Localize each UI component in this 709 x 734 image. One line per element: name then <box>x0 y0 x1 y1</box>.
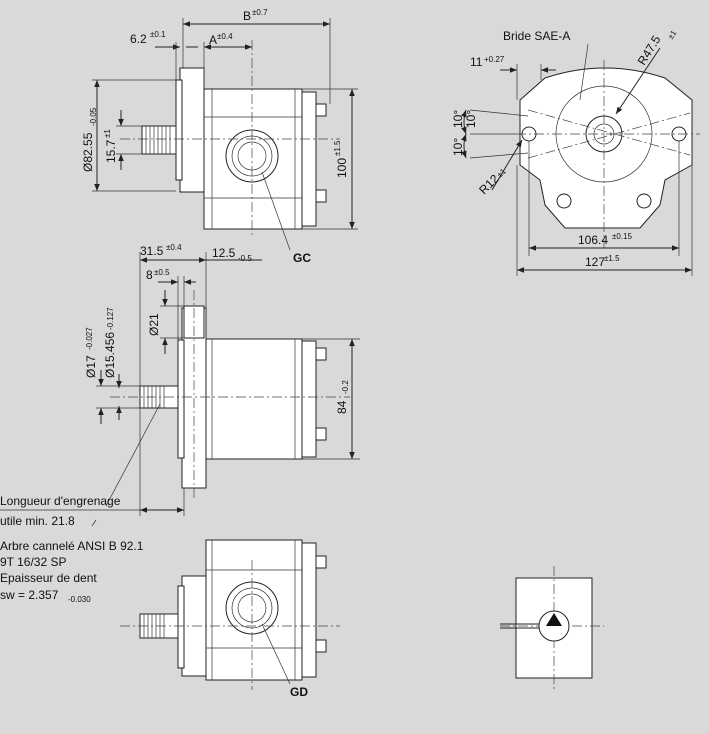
dim-127: 127 <box>585 255 605 269</box>
note-min-length: utile min. 21.8 <box>0 514 75 528</box>
dim-84-tol: -0.2 <box>341 380 350 394</box>
pump-symbol <box>500 566 604 690</box>
dim-82-55-tol: -0.05 <box>89 107 98 126</box>
shaft <box>141 125 177 155</box>
top-view-dim-texts: B ±0.7 A ±0.4 6.2 ±0.1 Ø82.55 -0.05 15.7… <box>81 8 349 265</box>
dim-15-7-tol: ±1 <box>103 129 112 138</box>
dim-84: 84 <box>335 400 349 414</box>
flange <box>179 67 205 193</box>
dim-8: 8 <box>146 268 153 282</box>
rear-cover <box>301 91 317 227</box>
dim-6-2-tol: ±0.1 <box>150 30 166 39</box>
dim-100: 100 <box>335 158 349 178</box>
dim-100-tol: ±1.5 <box>333 140 342 156</box>
dim-10deg-a: 10° <box>451 110 465 128</box>
note-sw: sw = 2.357 <box>0 588 59 602</box>
label-gd: GD <box>290 685 308 699</box>
dim-15-456: Ø15.456 <box>103 332 117 378</box>
dim-b-tol: ±0.7 <box>252 8 268 17</box>
dim-17: Ø17 <box>84 355 98 378</box>
dim-31-5: 31.5 <box>140 244 164 258</box>
bottom-side-view: GD <box>120 539 340 699</box>
pump-body-mid <box>205 338 303 460</box>
dim-a: A <box>209 33 217 47</box>
dim-127-tol: ±1.5 <box>604 254 620 263</box>
note-spline: Arbre cannelé ANSI B 92.1 <box>0 539 144 553</box>
dim-106-4: 106.4 <box>578 233 608 247</box>
note-sw-tol: -0.030 <box>68 595 91 604</box>
flow-triangle-icon <box>546 613 562 626</box>
flange-view-texts: Bride SAE-A 11 +0.27 R47.5 ±1 10° 10° 10… <box>451 28 679 269</box>
dim-15-456-tol: -0.127 <box>106 307 115 330</box>
dim-21: Ø21 <box>147 313 161 336</box>
dim-a-tol: ±0.4 <box>217 32 233 41</box>
pilot <box>175 79 183 181</box>
pump-body-bottom <box>205 539 303 681</box>
middle-side-view <box>0 252 360 527</box>
middle-view-texts: 31.5 ±0.4 12.5 -0.5 8 ±0.5 Ø21 Ø17 -0.02… <box>84 243 350 414</box>
dim-12-5: 12.5 <box>212 246 236 260</box>
label-bride: Bride SAE-A <box>503 29 570 43</box>
dim-17-tol: -0.027 <box>85 327 94 350</box>
dim-11: 11 <box>470 55 483 69</box>
note-gear-length: Longueur d'engrenage <box>0 494 121 508</box>
dim-31-5-tol: ±0.4 <box>166 243 182 252</box>
dim-12-5-tol: -0.5 <box>238 254 252 263</box>
dim-82-55: Ø82.55 <box>81 132 95 172</box>
flange-front-view <box>461 43 700 276</box>
dim-b: B <box>243 9 251 23</box>
note-spline-spec: 9T 16/32 SP <box>0 555 67 569</box>
dim-10deg-c: 10° <box>451 138 465 156</box>
dim-15-7: 15.7 <box>104 139 118 163</box>
dim-8-tol: ±0.5 <box>154 268 170 277</box>
note-tooth-thickness: Epaisseur de dent <box>0 571 97 585</box>
dim-r47-5-tol: ±1 <box>666 28 679 41</box>
dim-106-4-tol: ±0.15 <box>612 232 633 241</box>
dim-r47-5: R47.5 <box>635 33 664 68</box>
notes: Longueur d'engrenage utile min. 21.8 Arb… <box>0 494 144 604</box>
top-side-view <box>92 18 358 251</box>
dim-11-tol: +0.27 <box>484 55 505 64</box>
label-gc: GC <box>293 251 311 265</box>
dim-10deg-b: 10° <box>464 110 478 128</box>
dim-6-2: 6.2 <box>130 32 147 46</box>
